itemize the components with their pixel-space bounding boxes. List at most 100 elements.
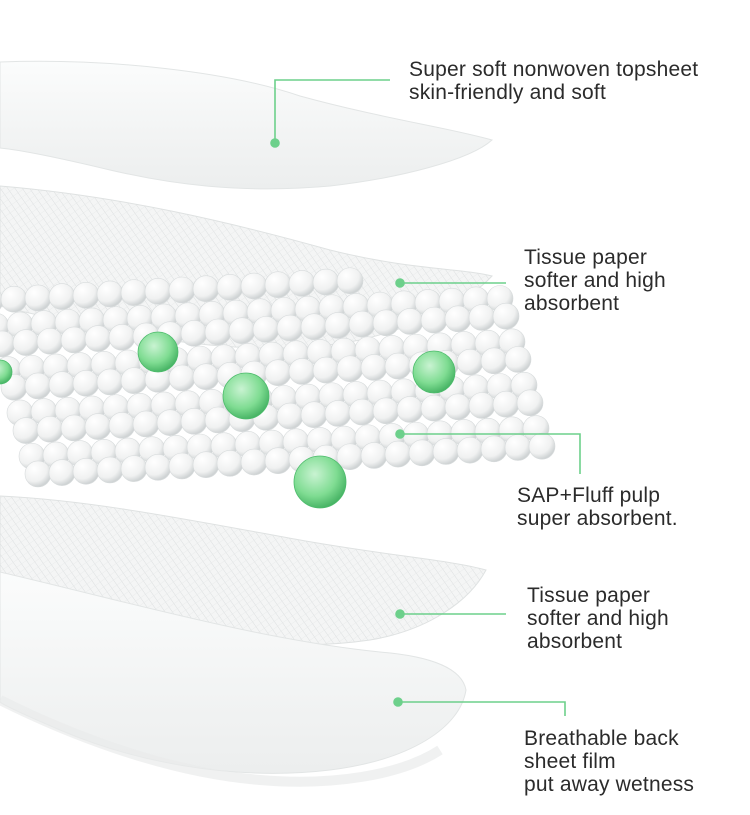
fluff-bead bbox=[468, 304, 496, 331]
fluff-bead bbox=[84, 325, 112, 352]
fluff-bead bbox=[48, 283, 76, 310]
fluff-bead bbox=[168, 452, 196, 480]
fluff-bead bbox=[24, 284, 52, 312]
fluff-bead bbox=[336, 443, 364, 471]
label-topsheet-line2: skin-friendly and soft bbox=[409, 81, 606, 104]
fluff-bead bbox=[72, 281, 100, 309]
fluff-bead bbox=[120, 367, 148, 394]
fluff-bead bbox=[24, 460, 52, 488]
fluff-bead bbox=[396, 396, 424, 423]
fluff-bead bbox=[276, 314, 304, 342]
fluff-bead bbox=[192, 275, 220, 302]
label-tissue-bottom-line2: softer and high bbox=[527, 607, 669, 630]
callout-line-backsheet bbox=[398, 701, 566, 716]
fluff-bead bbox=[12, 417, 40, 444]
fluff-bead bbox=[72, 457, 100, 485]
fluff-bead bbox=[396, 308, 424, 335]
fluff-bead bbox=[180, 408, 208, 435]
fluff-bead bbox=[36, 415, 64, 443]
label-backsheet-line2: sheet film bbox=[524, 750, 616, 773]
fluff-bead bbox=[108, 323, 136, 351]
sap-bead bbox=[222, 372, 270, 420]
sap-bead bbox=[0, 359, 13, 385]
fluff-bead bbox=[192, 363, 220, 390]
fluff-bead bbox=[72, 369, 100, 397]
label-tissue-bottom: Tissue paper softer and high absorbent bbox=[527, 584, 669, 653]
fluff-bead bbox=[48, 459, 76, 486]
label-tissue-top-line1: Tissue paper bbox=[524, 246, 648, 269]
fluff-bead bbox=[468, 392, 496, 419]
fluff-bead bbox=[216, 450, 244, 477]
fluff-bead bbox=[180, 320, 208, 347]
fluff-bead bbox=[444, 393, 472, 421]
fluff-bead bbox=[492, 302, 520, 330]
fluff-bead bbox=[480, 347, 508, 375]
fluff-bead bbox=[360, 442, 388, 469]
fluff-bead bbox=[96, 280, 124, 308]
label-sap-line1: SAP+Fluff pulp bbox=[517, 484, 661, 507]
label-tissue-top-line2: softer and high bbox=[524, 269, 666, 292]
fluff-bead bbox=[288, 270, 316, 297]
fluff-bead bbox=[420, 306, 448, 334]
fluff-bead bbox=[36, 327, 64, 355]
fluff-bead bbox=[144, 278, 172, 305]
fluff-bead bbox=[492, 390, 520, 418]
fluff-bead bbox=[324, 400, 352, 427]
sap-bead bbox=[137, 331, 179, 373]
fluff-bead bbox=[264, 359, 292, 387]
fluff-bead bbox=[204, 406, 232, 434]
fluff-bead bbox=[204, 318, 232, 346]
fluff-bead bbox=[108, 411, 136, 439]
callout-line-sap bbox=[400, 433, 581, 474]
fluff-bead bbox=[240, 272, 268, 300]
fluff-bead bbox=[228, 317, 256, 344]
fluff-bead bbox=[420, 394, 448, 422]
fluff-bead bbox=[456, 436, 484, 464]
label-topsheet: Super soft nonwoven topsheet skin-friend… bbox=[409, 58, 698, 104]
callout-line-topsheet bbox=[274, 79, 390, 143]
sap-fluff-layer bbox=[0, 267, 556, 509]
fluff-bead bbox=[60, 414, 88, 442]
fluff-bead bbox=[408, 439, 436, 467]
fluff-bead bbox=[24, 372, 52, 400]
fluff-bead bbox=[432, 438, 460, 465]
fluff-bead bbox=[168, 364, 196, 392]
fluff-bead bbox=[348, 310, 376, 338]
fluff-bead bbox=[12, 329, 40, 356]
fluff-bead bbox=[336, 267, 364, 295]
label-tissue-bottom-line1: Tissue paper bbox=[527, 584, 651, 607]
fluff-bead bbox=[384, 440, 412, 468]
fluff-bead bbox=[84, 413, 112, 440]
fluff-bead bbox=[216, 274, 244, 301]
fluff-bead bbox=[252, 316, 280, 343]
fluff-bead bbox=[168, 276, 196, 304]
fluff-bead bbox=[480, 435, 508, 463]
fluff-bead bbox=[384, 352, 412, 380]
fluff-bead bbox=[276, 402, 304, 430]
fluff-bead bbox=[96, 368, 124, 396]
fluff-bead bbox=[312, 356, 340, 384]
fluff-bead bbox=[144, 454, 172, 481]
fluff-bead bbox=[504, 434, 532, 461]
label-tissue-bottom-line3: absorbent bbox=[527, 630, 623, 653]
backsheet-edge bbox=[0, 695, 443, 787]
fluff-bead bbox=[156, 409, 184, 436]
fluff-bead bbox=[264, 447, 292, 475]
fluff-bead bbox=[360, 354, 388, 381]
fluff-bead bbox=[264, 271, 292, 299]
fluff-bead bbox=[336, 355, 364, 383]
callout-lines bbox=[270, 79, 581, 716]
label-backsheet: Breathable back sheet film put away wetn… bbox=[524, 727, 694, 796]
fluff-bead bbox=[372, 397, 400, 425]
fluff-bead bbox=[300, 313, 328, 341]
fluff-bead bbox=[0, 285, 28, 313]
fluff-bead bbox=[372, 309, 400, 337]
fluff-bead bbox=[60, 326, 88, 354]
label-backsheet-line1: Breathable back bbox=[524, 727, 679, 750]
fluff-bead bbox=[48, 371, 76, 398]
label-backsheet-line3: put away wetness bbox=[524, 773, 695, 796]
label-sap: SAP+Fluff pulp super absorbent. bbox=[517, 484, 678, 530]
label-tissue-top: Tissue paper softer and high absorbent bbox=[524, 246, 666, 315]
fluff-bead bbox=[312, 268, 340, 296]
